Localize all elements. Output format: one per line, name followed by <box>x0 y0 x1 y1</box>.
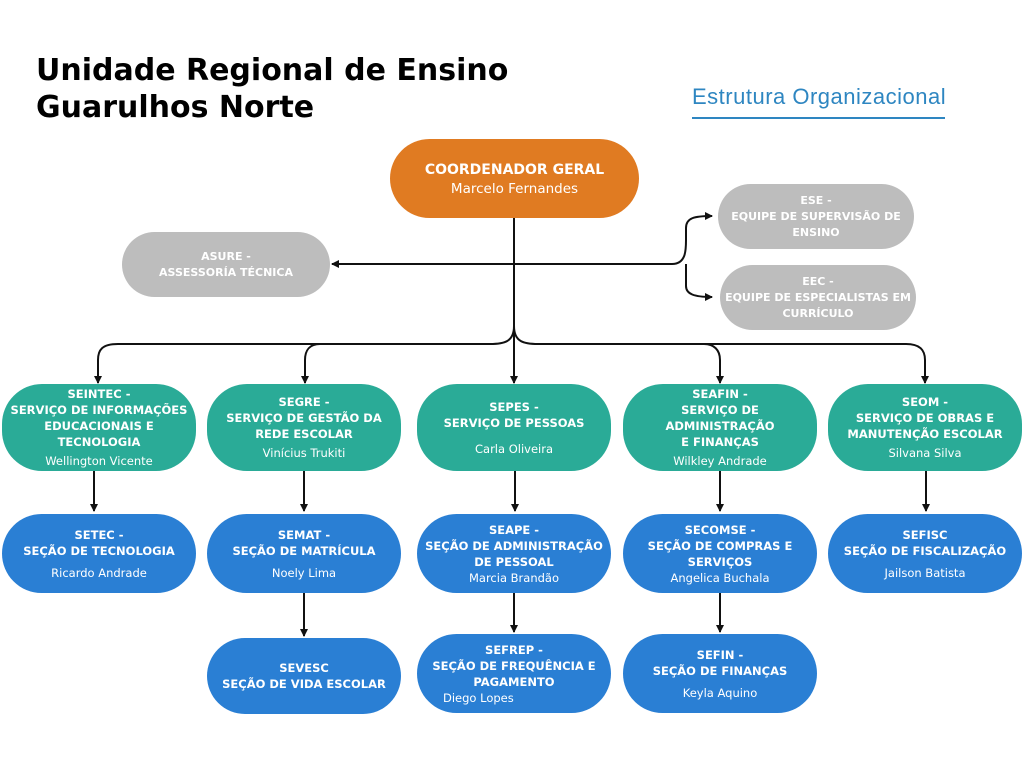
node-person: Carla Oliveira <box>475 441 553 456</box>
node-name: SEÇÃO DE COMPRAS E SERVIÇOS <box>647 538 793 569</box>
node-abbr: SEFREP - <box>485 642 543 657</box>
node-name: SERVIÇO DE GESTÃO DA REDE ESCOLAR <box>226 411 382 441</box>
node-person: Ricardo Andrade <box>51 565 147 580</box>
node-abbr: SEVESC <box>279 661 329 675</box>
node-name: SEÇÃO DE TECNOLOGIA <box>23 543 175 558</box>
node-name: SERVIÇO DE INFORMAÇÕES EDUCACIONAIS E TE… <box>10 403 188 449</box>
node-seintec: SEINTEC - SERVIÇO DE INFORMAÇÕES EDUCACI… <box>2 384 196 471</box>
node-segre: SEGRE - SERVIÇO DE GESTÃO DA REDE ESCOLA… <box>207 384 401 471</box>
node-name: ASSESSORÍA TÉCNICA <box>159 265 293 279</box>
node-person: Diego Lopes <box>443 690 514 705</box>
node-setec: SETEC - SEÇÃO DE TECNOLOGIA Ricardo Andr… <box>2 514 196 593</box>
node-abbr: SEMAT - <box>277 527 331 542</box>
node-abbr: SEFISC <box>902 527 948 542</box>
node-person: Vinícius Trukiti <box>262 446 346 460</box>
node-name: SERVIÇO DE ADMINISTRAÇÃO E FINANÇAS <box>665 403 775 449</box>
connector-ese <box>514 212 713 265</box>
node-name: SEÇÃO DE FREQUÊNCIA E PAGAMENTO <box>432 658 596 689</box>
node-sefisc: SEFISC SEÇÃO DE FISCALIZAÇÃO Jailson Bat… <box>828 514 1022 593</box>
node-abbr: ESE - <box>800 193 832 207</box>
node-ese: ESE - EQUIPE DE SUPERVISÃO DE ENSINO <box>718 184 914 249</box>
connector-eec <box>685 264 713 301</box>
node-abbr: SETEC - <box>74 527 124 542</box>
node-name: SEÇÃO DE VIDA ESCOLAR <box>222 677 386 691</box>
node-seom: SEOM - SERVIÇO DE OBRAS E MANUTENÇÃO ESC… <box>828 384 1022 471</box>
node-person: Noely Lima <box>271 565 337 580</box>
page-title: Unidade Regional de Ensino Guarulhos Nor… <box>36 52 508 126</box>
node-person: Jailson Batista <box>884 565 966 580</box>
node-name: SEÇÃO DE FINANÇAS <box>652 663 788 678</box>
connector-seafin <box>703 343 724 384</box>
node-abbr: EEC - <box>802 274 834 288</box>
node-abbr: SEPES - <box>489 399 539 414</box>
connector-bus-right <box>513 325 929 384</box>
node-abbr: SEFIN - <box>696 647 744 662</box>
node-seape: SEAPE - SEÇÃO DE ADMINISTRAÇÃO DE PESSOA… <box>417 514 611 593</box>
node-abbr: SEOM - <box>901 395 949 409</box>
title-line-1: Unidade Regional de Ensino <box>36 53 509 88</box>
node-person: Keyla Aquino <box>682 685 758 700</box>
title-line-2: Guarulhos Norte <box>36 90 315 125</box>
node-sevesc: SEVESC SEÇÃO DE VIDA ESCOLAR <box>207 638 401 714</box>
node-person: Marcia Brandão <box>468 570 559 585</box>
node-name: SERVIÇO DE PESSOAS <box>443 415 585 430</box>
node-sefin: SEFIN - SEÇÃO DE FINANÇAS Keyla Aquino <box>623 634 817 713</box>
node-person: Silvana Silva <box>888 446 962 460</box>
connector-service-bus <box>94 325 515 384</box>
node-abbr: ASURE - <box>201 249 251 263</box>
node-abbr: SEGRE - <box>278 395 330 409</box>
node-coordenador-geral: COORDENADOR GERAL Marcelo Fernandes <box>390 139 639 218</box>
node-eec: EEC - EQUIPE DE ESPECIALISTAS EM CURRÍCU… <box>720 265 916 330</box>
node-secomse: SECOMSE - SEÇÃO DE COMPRAS E SERVIÇOS An… <box>623 514 817 593</box>
node-sefrep: SEFREP - SEÇÃO DE FREQUÊNCIA E PAGAMENTO… <box>417 634 611 713</box>
node-person: Angelica Buchala <box>670 570 770 585</box>
node-person: Marcelo Fernandes <box>450 180 579 197</box>
node-name: SEÇÃO DE MATRÍCULA <box>232 543 376 558</box>
node-name: EQUIPE DE SUPERVISÃO DE ENSINO <box>731 209 901 239</box>
node-abbr: SEAFIN - <box>692 387 748 401</box>
node-sepes: SEPES - SERVIÇO DE PESSOAS Carla Oliveir… <box>417 384 611 471</box>
node-abbr: SEAPE - <box>488 522 540 537</box>
subtitle: Estrutura Organizacional <box>692 84 947 109</box>
node-name: SERVIÇO DE OBRAS E MANUTENÇÃO ESCOLAR <box>847 411 1003 441</box>
connector-segre <box>301 343 321 384</box>
node-abbr: SEINTEC - <box>67 387 131 401</box>
node-asure: ASURE - ASSESSORÍA TÉCNICA <box>122 232 330 297</box>
node-person: Wilkley Andrade <box>673 454 767 468</box>
node-seafin: SEAFIN - SERVIÇO DE ADMINISTRAÇÃO E FINA… <box>623 384 817 471</box>
node-name: SEÇÃO DE ADMINISTRAÇÃO DE PESSOAL <box>425 538 603 569</box>
node-semat: SEMAT - SEÇÃO DE MATRÍCULA Noely Lima <box>207 514 401 593</box>
subtitle-underline <box>692 117 945 119</box>
node-title: COORDENADOR GERAL <box>424 161 605 178</box>
node-name: SEÇÃO DE FISCALIZAÇÃO <box>843 543 1007 558</box>
node-abbr: SECOMSE - <box>684 522 756 537</box>
node-name: EQUIPE DE ESPECIALISTAS EM CURRÍCULO <box>725 290 911 320</box>
node-person: Wellington Vicente <box>45 454 153 468</box>
